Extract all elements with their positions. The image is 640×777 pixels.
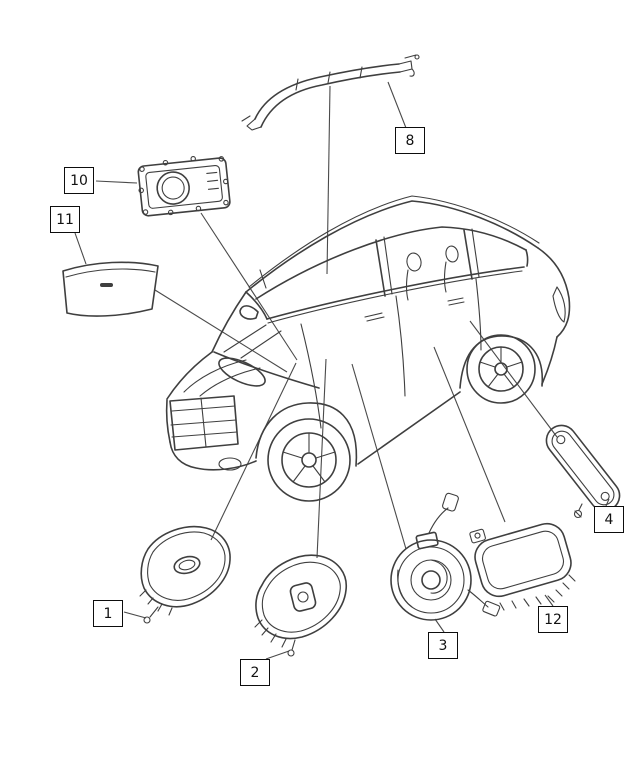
antenna — [259, 269, 267, 289]
wiper — [223, 324, 267, 353]
leader-callout-1 — [123, 611, 147, 619]
leader-lines — [74, 81, 610, 660]
c-pillar — [463, 229, 473, 280]
callout-12[interactable]: 12 — [538, 606, 568, 633]
callout-3-label: 3 — [438, 637, 448, 654]
callout-8[interactable]: 8 — [395, 127, 425, 154]
part-8-side-curtain-airbag[interactable] — [241, 54, 420, 131]
taillight — [552, 286, 566, 323]
callout-10-label: 10 — [70, 172, 88, 189]
callout-1-label: 1 — [103, 605, 113, 622]
callout-12-label: 12 — [544, 611, 562, 628]
callout-1[interactable]: 1 — [93, 600, 123, 627]
part-1-driver-airbag[interactable] — [139, 525, 231, 624]
leader-callout-10 — [95, 180, 138, 184]
callout-8-label: 8 — [405, 132, 415, 149]
part-2-driver-airbag-alt[interactable] — [254, 554, 347, 657]
part-12-seat-airbag[interactable] — [467, 508, 576, 611]
clockspring-pigtail-plug — [482, 600, 501, 617]
callout-2[interactable]: 2 — [240, 659, 270, 686]
callout-4[interactable]: 4 — [594, 506, 624, 533]
b-pillar — [375, 239, 386, 297]
screw — [573, 509, 583, 519]
callout-2-label: 2 — [250, 664, 260, 681]
callout-4-label: 4 — [604, 511, 614, 528]
a-pillar — [211, 291, 247, 353]
callout-11[interactable]: 11 — [50, 206, 80, 233]
front-wheel — [267, 418, 351, 502]
leader-callout-11 — [74, 232, 87, 265]
leader-curtain-to-roof — [326, 85, 331, 275]
vehicle-illustration — [165, 195, 571, 502]
leader-part3-to-car — [351, 363, 407, 550]
clockspring-connector — [442, 492, 459, 512]
callout-11-label: 11 — [56, 211, 74, 228]
fog-lamp — [218, 457, 242, 471]
leader-part12-to-car — [433, 346, 506, 523]
leader-callout-12 — [544, 594, 554, 607]
part-10-passenger-airbag-module[interactable] — [136, 153, 231, 217]
leader-callout-8 — [387, 81, 407, 129]
leader-part1-to-car — [210, 362, 297, 541]
interior-seats — [405, 245, 459, 301]
leader-callout-3 — [434, 618, 445, 633]
leader-part11-to-car — [154, 289, 288, 373]
callout-3[interactable]: 3 — [428, 632, 458, 659]
rear-wheel — [466, 334, 536, 404]
part-3-clockspring[interactable] — [390, 492, 501, 621]
headlamp — [218, 357, 266, 387]
callout-10[interactable]: 10 — [64, 167, 94, 194]
leader-part2-to-car — [316, 358, 327, 559]
grille — [169, 395, 239, 451]
leader-callout-2 — [265, 650, 290, 660]
part-11-knee-blocker-panel[interactable] — [62, 261, 159, 317]
part-4-side-airbag-rail[interactable] — [540, 419, 625, 519]
door-handles — [364, 297, 465, 322]
wiper — [240, 330, 282, 359]
side-mirror — [239, 305, 259, 320]
